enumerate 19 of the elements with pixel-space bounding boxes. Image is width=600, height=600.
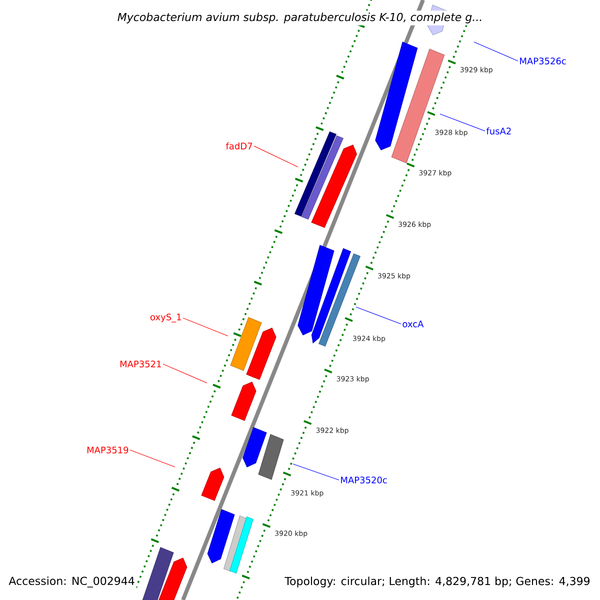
gene-label: fadD7 [226, 142, 252, 150]
leader-line [182, 318, 228, 336]
title: Mycobacterium avium subsp. paratuberculosis K-10, complete g... [115, 10, 485, 26]
gene-label: MAP3521 [120, 360, 161, 368]
leader-line [292, 464, 340, 480]
leader-line [130, 450, 176, 468]
gene-label: MAP3526c [520, 58, 566, 64]
leader-line [474, 42, 518, 62]
leader-line [356, 306, 402, 324]
footer-text: Accession: NC_002944 [7, 575, 136, 589]
gene-label: MAP3520c [341, 476, 387, 484]
footer-text: Topology: circular; Length: 4,829,781 bp; Genes: 4,399 [283, 575, 592, 589]
gene-label: oxyS_1 [150, 314, 181, 322]
leader-line [254, 146, 298, 168]
gene-label: oxcA [402, 320, 424, 328]
gene-label: MAP3519 [87, 446, 128, 454]
leader-line [162, 364, 208, 384]
gene-label: fusA2 [486, 128, 511, 134]
leader-line [440, 114, 486, 132]
